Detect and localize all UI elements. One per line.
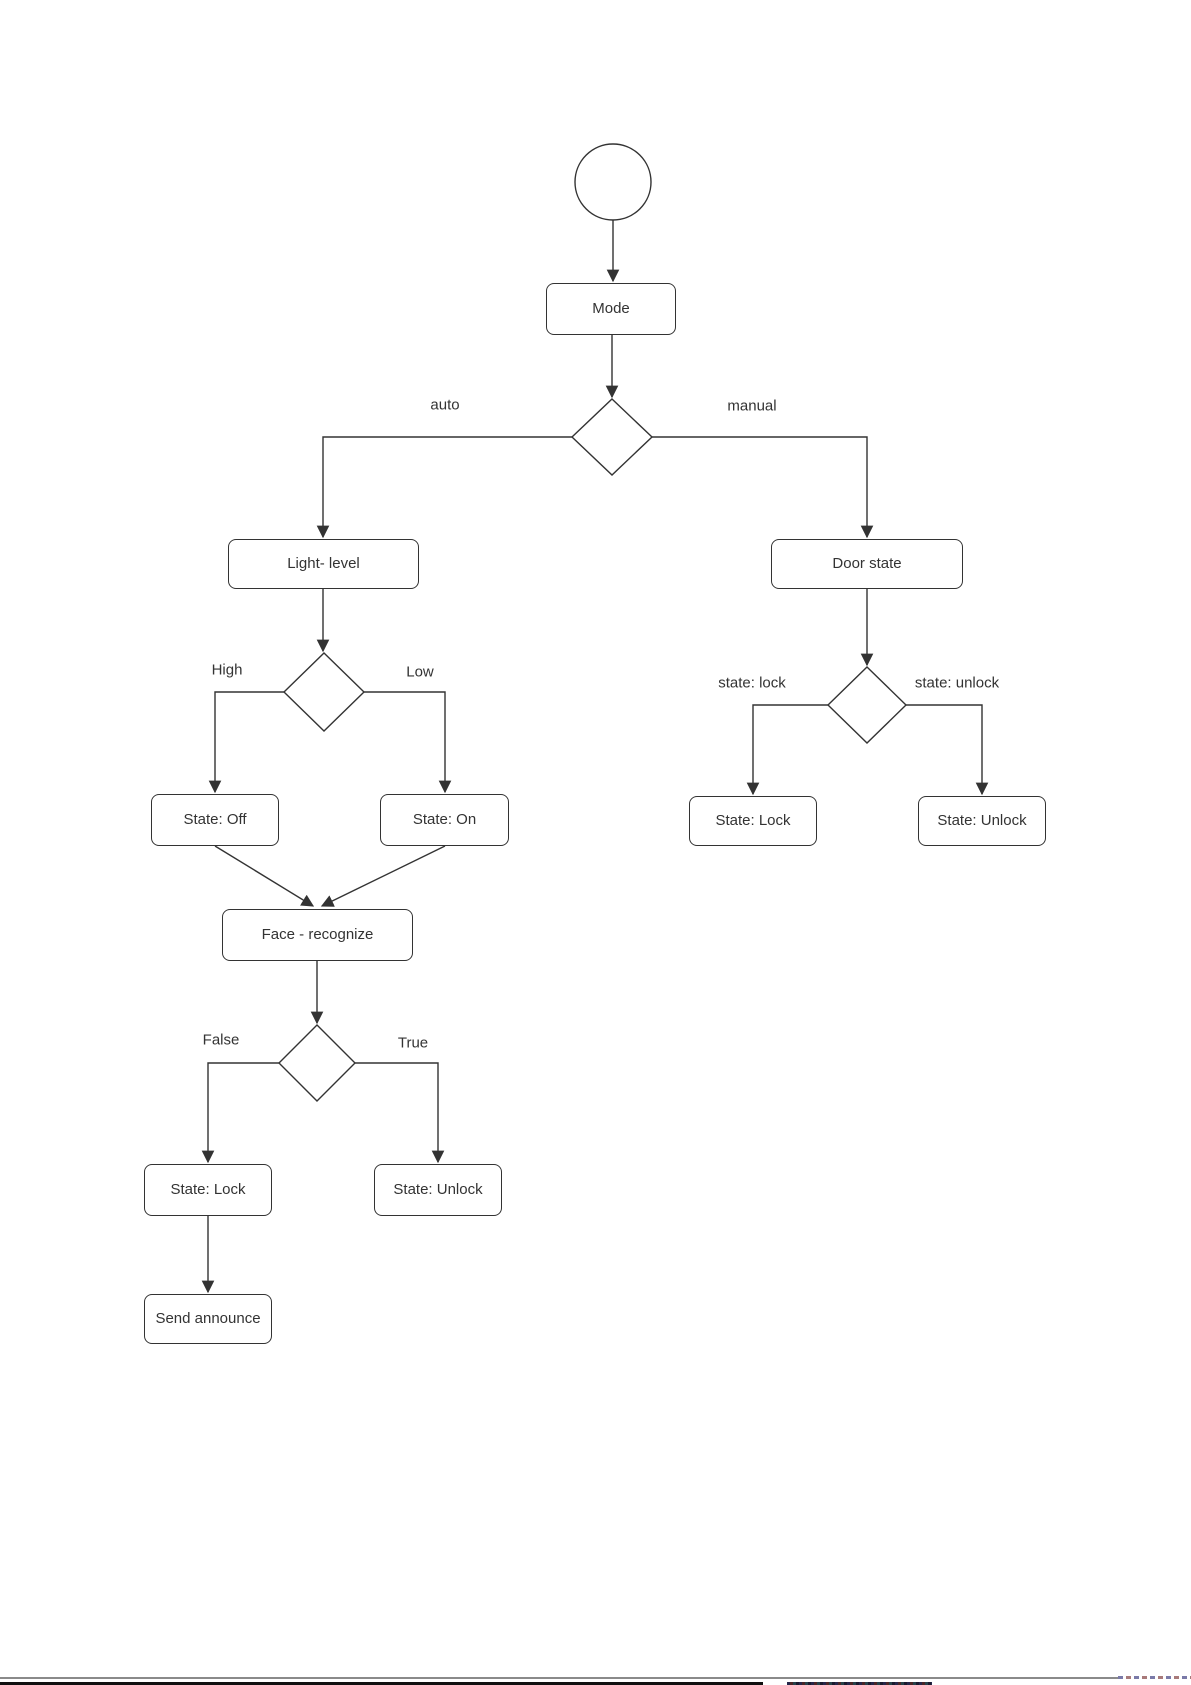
edge-stateoff-to-face <box>214 845 315 907</box>
node-face-recognize: Face - recognize <box>222 909 413 961</box>
node-send-announce: Send announce <box>144 1294 272 1344</box>
node-state-on-label: State: On <box>412 810 477 828</box>
node-state-lock-manual-label: State: Lock <box>715 811 791 829</box>
node-mode: Mode <box>546 283 676 335</box>
edge-stateunlock-manual-branch <box>906 704 989 796</box>
edge-statelock-manual-branch <box>746 704 828 796</box>
node-state-unlock-manual-label: State: Unlock <box>937 811 1027 829</box>
node-door-state-label: Door state <box>832 554 902 572</box>
bottom-window-strip-artifact <box>787 1682 932 1685</box>
node-state-unlock-auto: State: Unlock <box>374 1164 502 1216</box>
edge-label-state-lock: state: lock <box>716 674 788 692</box>
node-state-lock-manual: State: Lock <box>689 796 817 846</box>
node-state-unlock-auto-label: State: Unlock <box>393 1180 483 1198</box>
node-light-level: Light- level <box>228 539 419 589</box>
decision-mode-diamond <box>570 398 654 476</box>
node-state-on: State: On <box>380 794 509 846</box>
node-state-off: State: Off <box>151 794 279 846</box>
node-face-recognize-label: Face - recognize <box>261 925 374 943</box>
node-state-unlock-manual: State: Unlock <box>918 796 1046 846</box>
edge-high-branch <box>208 691 284 794</box>
start-node-circle <box>574 143 652 221</box>
decision-door-diamond <box>826 666 908 744</box>
edge-label-low: Low <box>404 663 436 681</box>
node-light-level-label: Light- level <box>287 554 360 572</box>
edge-label-manual: manual <box>725 397 779 415</box>
edge-label-auto: auto <box>428 396 462 414</box>
node-door-state: Door state <box>771 539 963 589</box>
bottom-divider-line <box>0 1677 1191 1679</box>
edge-stateon-to-face <box>320 845 446 907</box>
bottom-divider-dashes <box>1118 1676 1191 1679</box>
edge-label-true: True <box>395 1034 431 1052</box>
edge-true-branch <box>355 1062 445 1164</box>
edge-label-high: High <box>209 661 245 679</box>
node-state-lock-auto: State: Lock <box>144 1164 272 1216</box>
decision-light-diamond <box>282 652 366 732</box>
edge-false-branch <box>201 1062 279 1164</box>
decision-face-diamond <box>278 1024 356 1102</box>
node-mode-label: Mode <box>592 299 630 317</box>
edge-label-false: False <box>200 1031 242 1049</box>
edge-label-state-unlock: state: unlock <box>912 674 1002 692</box>
edge-manual-branch <box>652 436 874 539</box>
bottom-window-strip <box>0 1682 763 1685</box>
node-send-announce-label: Send announce <box>155 1309 261 1327</box>
node-state-off-label: State: Off <box>183 810 247 828</box>
node-state-lock-auto-label: State: Lock <box>170 1180 246 1198</box>
edge-auto-branch <box>316 436 572 539</box>
edge-low-branch <box>364 691 452 794</box>
